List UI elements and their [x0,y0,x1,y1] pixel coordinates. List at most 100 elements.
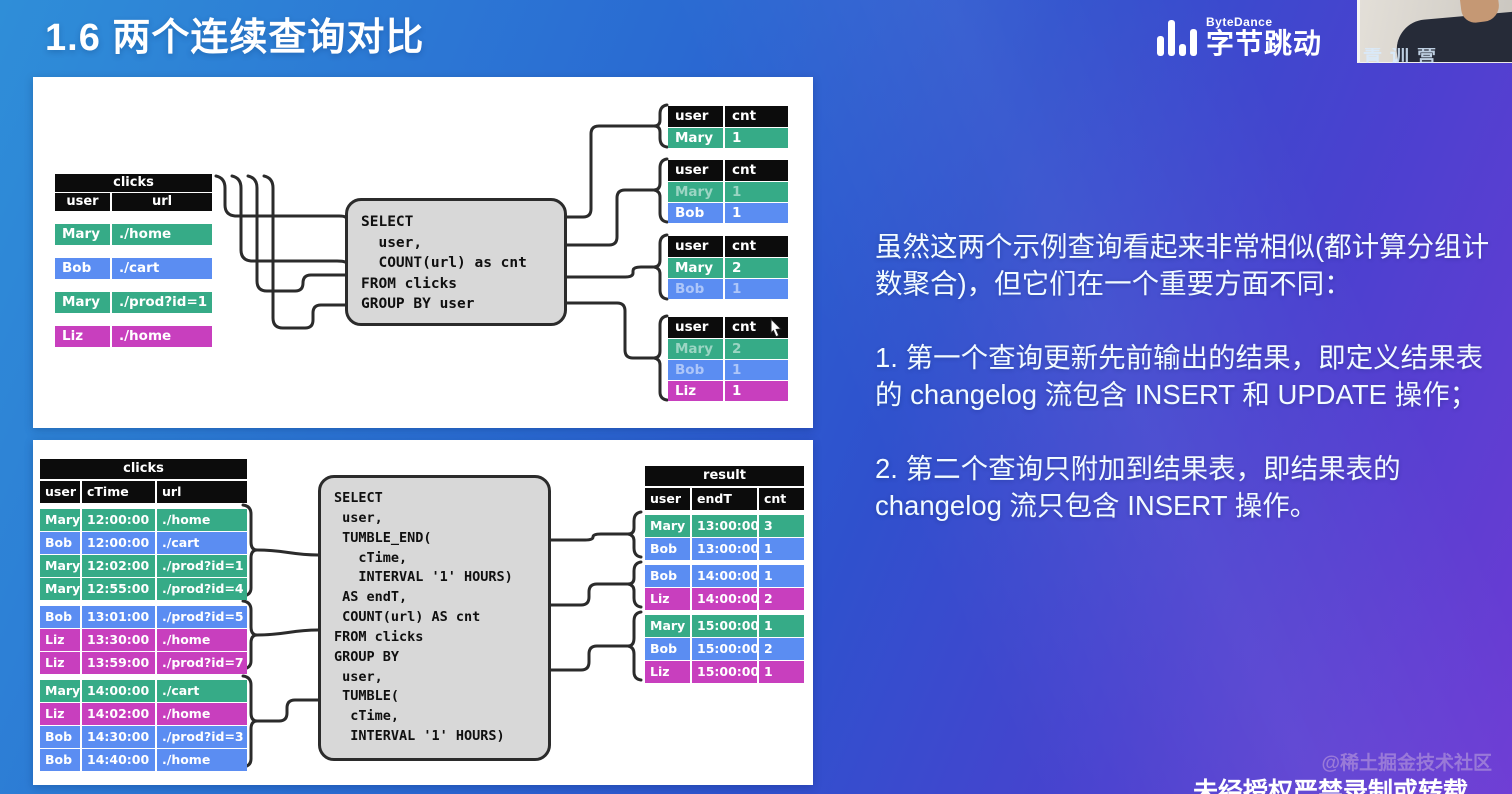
cell-cnt: 2 [759,638,804,660]
table-title: result [645,466,804,486]
table-row: Mary 2 [668,339,788,359]
table-title: clicks [40,459,247,479]
table-row: Liz 14:00:00 2 [645,588,804,610]
partial-camp-logo: 青训营 [1363,48,1445,63]
col-user: user [668,160,723,181]
table-row: Bob 1 [668,279,788,299]
cell-url: ./home [112,326,212,347]
table-row: Bob 13:01:00 ./prod?id=5 [40,606,247,628]
table-header-row: user url [55,193,212,211]
cell-url: ./home [157,509,247,531]
cell-user: Bob [668,279,723,299]
cell-ctime: 12:02:00 [82,555,155,577]
col-ctime: cTime [82,481,155,503]
sql-code-1: SELECT user, COUNT(url) as cnt FROM clic… [361,214,527,313]
cell-url: ./home [157,749,247,771]
table-row: Mary 12:00:00 ./home [40,509,247,531]
cell-ctime: 13:59:00 [82,652,155,674]
cell-user: Liz [40,652,80,674]
diagram1-panel: clicks user url Mary ./home Bob ./cart [33,77,813,428]
cell-user: Liz [40,703,80,725]
cell-user: Bob [645,538,690,560]
cell-user: Liz [645,588,690,610]
col-cnt: cnt [759,488,804,510]
table-row: Mary 12:55:00 ./prod?id=4 [40,578,247,600]
col-user: user [668,106,723,127]
table-row: Bob 14:00:00 1 [645,565,804,587]
cell-user: Mary [668,182,723,202]
cell-user: Bob [40,532,80,554]
table-title: clicks [55,174,212,192]
col-user: user [645,488,690,510]
table-row: Bob 1 [668,360,788,380]
table-row: Bob 12:00:00 ./cart [40,532,247,554]
table-row: Mary 15:00:00 1 [645,615,804,637]
output-table-4: user cnt Mary 2 Bob 1 Liz [668,316,788,401]
cell-url: ./home [112,224,212,245]
table-header-row: user endT cnt [645,488,804,510]
output-table-1: user cnt Mary 1 [668,105,788,148]
table-row: Mary ./home [55,224,212,245]
table-row: Liz 13:59:00 ./prod?id=7 [40,652,247,674]
cell-user: Bob [40,726,80,748]
cell-ctime: 13:30:00 [82,629,155,651]
cell-cnt: 1 [759,615,804,637]
cell-user: Mary [668,258,723,278]
table-row: Mary ./prod?id=1 [55,292,212,313]
cell-cnt: 1 [759,661,804,683]
result-table: result user endT cnt Mary 13:00:00 3 Bob [645,466,804,683]
col-user: user [668,236,723,257]
table-row: Mary 2 [668,258,788,278]
table-row: Liz 15:00:00 1 [645,661,804,683]
cell-endt: 13:00:00 [692,515,757,537]
cell-ctime: 12:55:00 [82,578,155,600]
cell-endt: 15:00:00 [692,661,757,683]
col-endt: endT [692,488,757,510]
table-header-row: user cTime url [40,481,247,503]
cell-url: ./prod?id=1 [157,555,247,577]
cell-ctime: 12:00:00 [82,509,155,531]
copyright-notice: 未经授权严禁录制或转载 [1193,778,1469,794]
cell-user: Mary [645,515,690,537]
cell-cnt: 1 [759,538,804,560]
cell-url: ./prod?id=3 [157,726,247,748]
brand-name-en: ByteDance [1206,15,1273,29]
table-row: Bob 13:00:00 1 [645,538,804,560]
cell-user: Bob [668,360,723,380]
table-row: Liz 1 [668,381,788,401]
cell-cnt: 2 [725,339,788,359]
table-row: Mary 1 [668,128,788,148]
cell-url: ./prod?id=4 [157,578,247,600]
table-row: Mary 1 [668,182,788,202]
community-watermark: @稀土掘金技术社区 [1321,753,1492,774]
cell-user: Liz [645,661,690,683]
cell-url: ./prod?id=7 [157,652,247,674]
table-row: Mary 13:00:00 3 [645,515,804,537]
cell-user: Liz [55,326,110,347]
cell-endt: 14:00:00 [692,565,757,587]
cell-cnt: 1 [725,203,788,223]
table-row: Bob ./cart [55,258,212,279]
diagram2-panel: clicks user cTime url Mary 12:00:00 ./ho… [33,440,813,785]
col-cnt: cnt [725,106,788,127]
cell-user: Bob [645,638,690,660]
page-title: 1.6 两个连续查询对比 [45,17,425,59]
cell-user: Mary [40,555,80,577]
brand-name-zh: 字节跳动 [1206,28,1323,59]
table-row: Liz ./home [55,326,212,347]
cell-user: Bob [668,203,723,223]
cell-user: Mary [55,224,110,245]
cell-ctime: 14:30:00 [82,726,155,748]
cell-user: Liz [668,381,723,401]
table-row: Liz 14:02:00 ./home [40,703,247,725]
cell-endt: 14:00:00 [692,588,757,610]
note-point1: 1. 第一个查询更新先前输出的结果，即定义结果表的 changelog 流包含 … [875,342,1484,410]
clicks-table-2: clicks user cTime url Mary 12:00:00 ./ho… [40,459,247,771]
cell-url: ./prod?id=1 [112,292,212,313]
cell-ctime: 13:01:00 [82,606,155,628]
col-url: url [157,481,247,503]
table-row: Bob 15:00:00 2 [645,638,804,660]
cell-user: Bob [55,258,110,279]
cell-user: Bob [645,565,690,587]
